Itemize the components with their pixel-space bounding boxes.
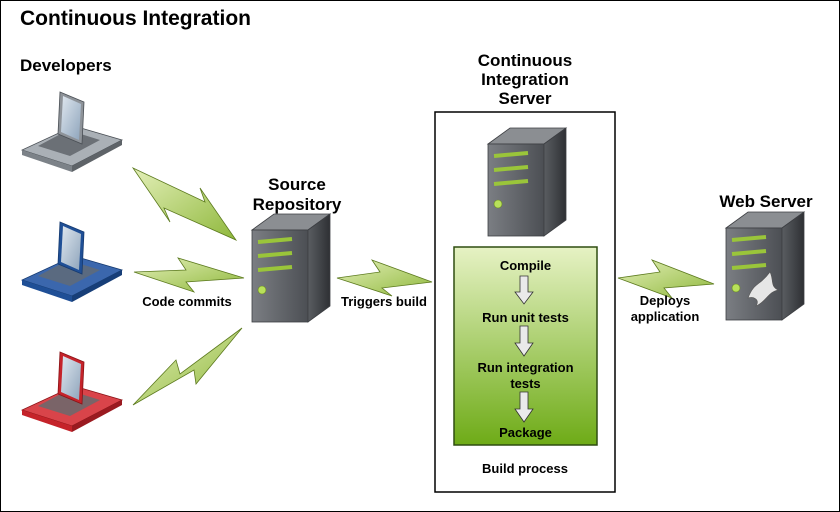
down-arrow-icon xyxy=(514,391,534,423)
build-step-integration-tests: Run integration tests xyxy=(477,360,574,391)
build-step-unit-tests: Run unit tests xyxy=(482,310,569,325)
server-icon xyxy=(724,210,806,322)
laptop-icon xyxy=(21,91,123,173)
diagram-title: Continuous Integration xyxy=(20,7,251,30)
laptop-icon xyxy=(20,351,124,432)
down-arrow-icon xyxy=(514,325,534,357)
developers-label: Developers xyxy=(20,56,112,75)
build-step-package: Package xyxy=(499,425,552,440)
code-commits-label: Code commits xyxy=(142,294,232,309)
ci-server-label: Continuous Integration Server xyxy=(477,51,573,108)
build-process-label: Build process xyxy=(482,461,568,476)
ci-server-box xyxy=(434,111,616,493)
laptop-icon xyxy=(20,221,124,302)
server-icon xyxy=(486,126,568,238)
deploys-application-label: Deploys application xyxy=(630,293,700,324)
lightning-connector-icon xyxy=(131,167,715,406)
triggers-build-label: Triggers build xyxy=(341,294,427,309)
web-server-label: Web Server xyxy=(719,192,813,211)
server-icon xyxy=(250,212,332,324)
down-arrow-icon xyxy=(514,275,534,305)
source-repository-label: Source Repository xyxy=(252,175,342,214)
build-step-compile: Compile xyxy=(499,258,552,273)
